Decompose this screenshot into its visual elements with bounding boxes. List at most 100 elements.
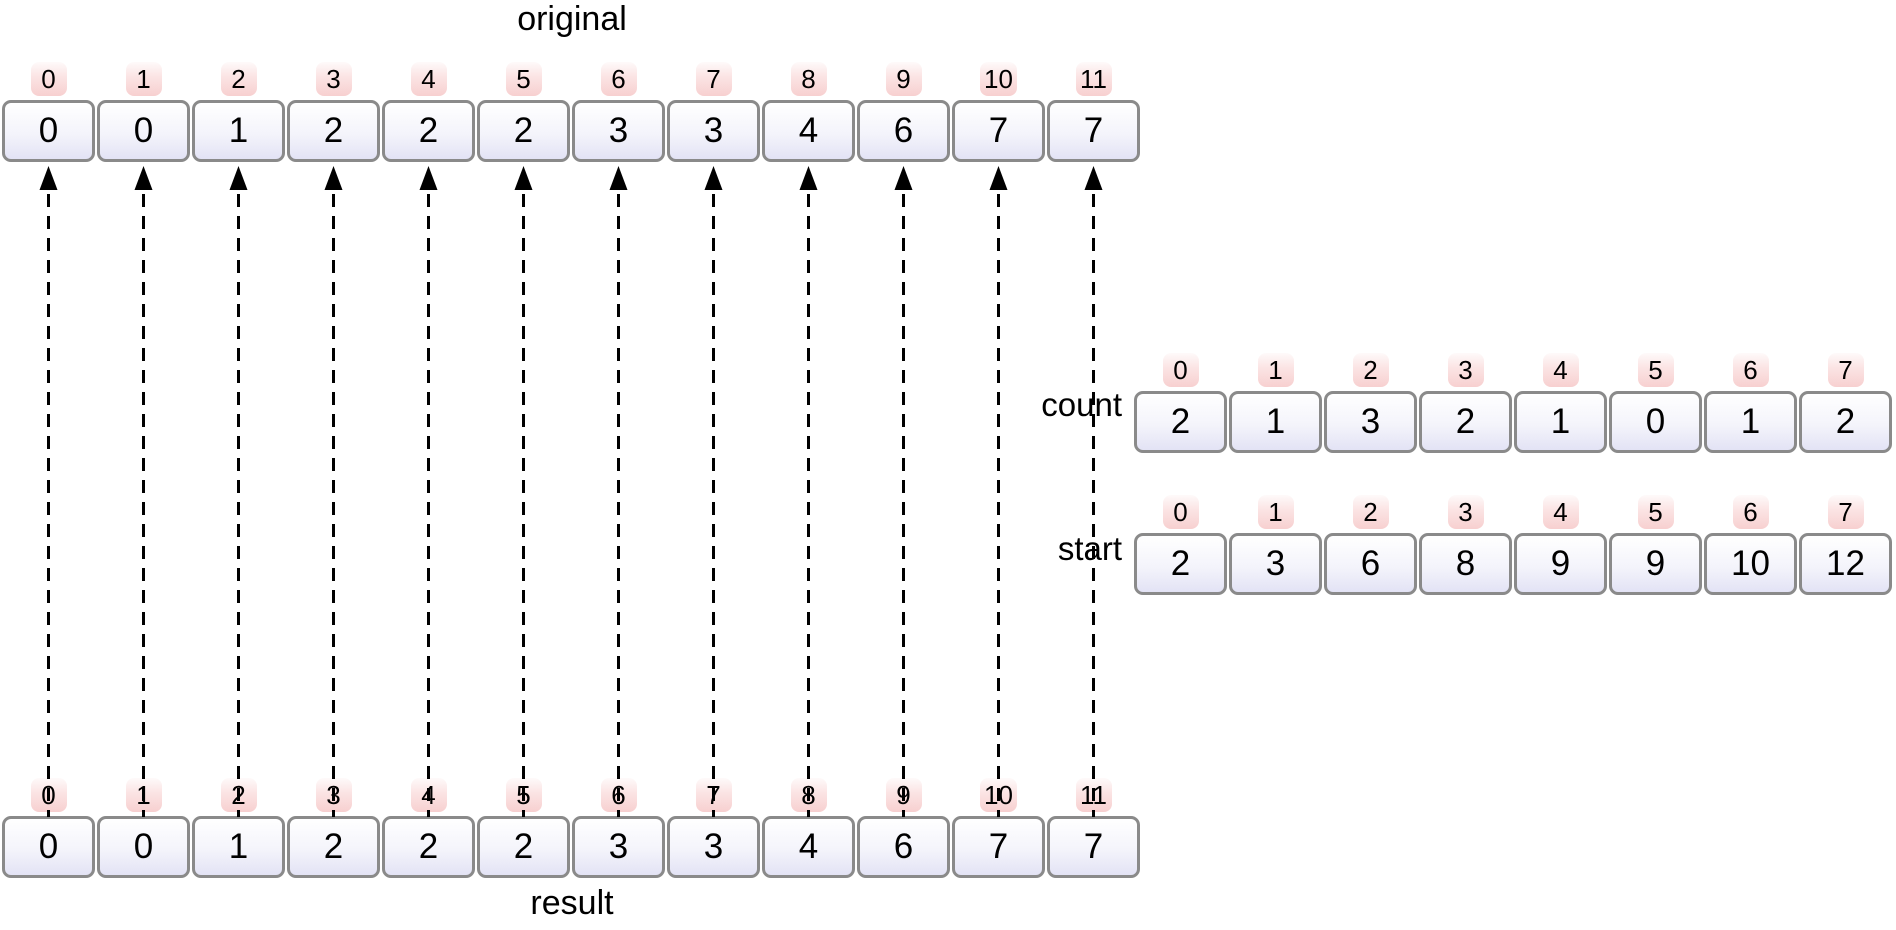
arrowhead-up-icon (704, 166, 723, 190)
index-badge: 5 (505, 62, 542, 96)
mapping-arrow (799, 166, 818, 817)
value-cell: 3 (1229, 533, 1322, 595)
index-badge: 3 (1447, 495, 1484, 529)
index-badge: 3 (315, 62, 352, 96)
index-badge: 2 (1352, 495, 1389, 529)
value-cell: 4 (762, 816, 855, 878)
result-array-title: result (530, 884, 614, 922)
value-cell: 0 (97, 100, 190, 162)
value-cell: 7 (952, 100, 1045, 162)
arrowhead-up-icon (229, 166, 248, 190)
index-badge: 5 (1637, 353, 1674, 387)
value-cell: 0 (97, 816, 190, 878)
arrowhead-up-icon (989, 166, 1008, 190)
index-badge: 0 (30, 778, 67, 812)
index-badge: 4 (1542, 495, 1579, 529)
index-badge: 7 (1827, 495, 1864, 529)
index-badge: 3 (315, 778, 352, 812)
arrowhead-up-icon (39, 166, 58, 190)
index-badge: 4 (410, 62, 447, 96)
value-cell: 6 (857, 100, 950, 162)
value-cell: 1 (192, 100, 285, 162)
mapping-arrow (134, 166, 153, 817)
value-cell: 2 (477, 100, 570, 162)
arrowhead-up-icon (134, 166, 153, 190)
index-badge: 0 (1162, 495, 1199, 529)
value-cell: 2 (287, 816, 380, 878)
index-badge: 11 (1075, 62, 1112, 96)
index-badge: 2 (1352, 353, 1389, 387)
arrowhead-up-icon (799, 166, 818, 190)
mapping-arrow (609, 166, 628, 817)
value-cell: 8 (1419, 533, 1512, 595)
mapping-arrow (989, 166, 1008, 817)
mapping-arrow (229, 166, 248, 817)
arrowhead-up-icon (609, 166, 628, 190)
mapping-arrow (324, 166, 343, 817)
value-cell: 0 (2, 100, 95, 162)
index-badge: 6 (600, 778, 637, 812)
index-badge: 1 (125, 778, 162, 812)
index-badge: 0 (30, 62, 67, 96)
value-cell: 1 (1229, 391, 1322, 453)
value-cell: 2 (287, 100, 380, 162)
mapping-arrow (1084, 166, 1103, 817)
index-badge: 1 (125, 62, 162, 96)
value-cell: 2 (1419, 391, 1512, 453)
index-badge: 9 (885, 778, 922, 812)
arrowhead-up-icon (514, 166, 533, 190)
value-cell: 3 (667, 100, 760, 162)
value-cell: 2 (477, 816, 570, 878)
value-cell: 3 (572, 816, 665, 878)
index-badge: 2 (220, 62, 257, 96)
value-cell: 1 (1514, 391, 1607, 453)
index-badge: 5 (1637, 495, 1674, 529)
value-cell: 10 (1704, 533, 1797, 595)
value-cell: 4 (762, 100, 855, 162)
index-badge: 6 (1732, 495, 1769, 529)
mapping-arrow (39, 166, 58, 817)
value-cell: 7 (1047, 100, 1140, 162)
index-badge: 3 (1447, 353, 1484, 387)
arrowhead-up-icon (324, 166, 343, 190)
index-badge: 5 (505, 778, 542, 812)
value-cell: 6 (857, 816, 950, 878)
index-badge: 9 (885, 62, 922, 96)
mapping-arrow (704, 166, 723, 817)
arrowhead-up-icon (1084, 166, 1103, 190)
index-badge: 4 (1542, 353, 1579, 387)
value-cell: 2 (1799, 391, 1892, 453)
value-cell: 1 (192, 816, 285, 878)
original-array-title: original (517, 0, 627, 38)
value-cell: 12 (1799, 533, 1892, 595)
value-cell: 9 (1514, 533, 1607, 595)
value-cell: 2 (382, 816, 475, 878)
